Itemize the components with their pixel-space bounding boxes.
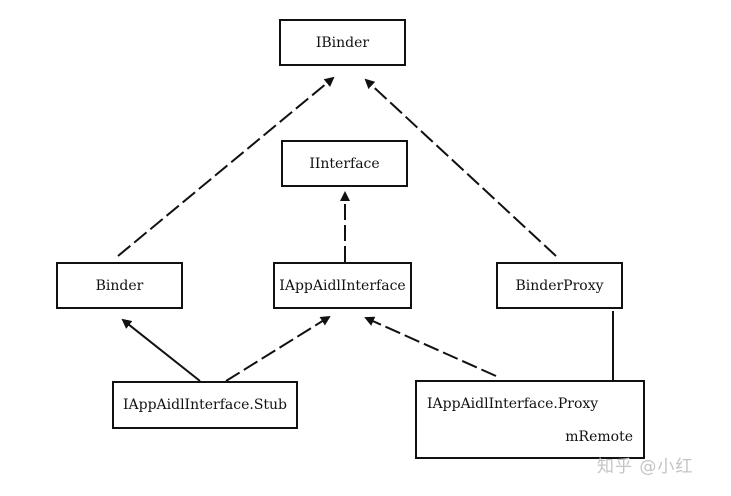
edge-binderproxy-to-ibinder: [364, 78, 557, 257]
edge-binder-to-ibinder: [117, 76, 335, 257]
iappaidlinterface-label: IAppAidlInterface: [279, 277, 406, 294]
stub-label: IAppAidlInterface.Stub: [122, 397, 288, 413]
binder-label: Binder: [95, 277, 144, 294]
edge-stub-to-iappaidlinterface: [225, 315, 331, 382]
watermark: 知乎 @小红: [597, 457, 694, 477]
ibinder-node: IBinder: [279, 19, 406, 66]
binderproxy-label: BinderProxy: [515, 277, 604, 294]
edge-stub-to-binder: [121, 318, 201, 382]
binderproxy-node: BinderProxy: [496, 262, 623, 309]
stub-node: IAppAidlInterface.Stub: [112, 381, 298, 429]
mremote-field-label: mRemote: [565, 429, 633, 445]
binder-node: Binder: [56, 262, 183, 309]
iinterface-node: IInterface: [281, 140, 408, 187]
ibinder-label: IBinder: [315, 34, 370, 51]
proxy-node: IAppAidlInterface.Proxy mRemote: [415, 380, 645, 459]
proxy-label: IAppAidlInterface.Proxy: [427, 396, 599, 412]
iappaidlinterface-node: IAppAidlInterface: [273, 262, 412, 309]
iinterface-label: IInterface: [309, 155, 380, 172]
edge-proxy-to-iappaidlinterface: [364, 316, 497, 377]
